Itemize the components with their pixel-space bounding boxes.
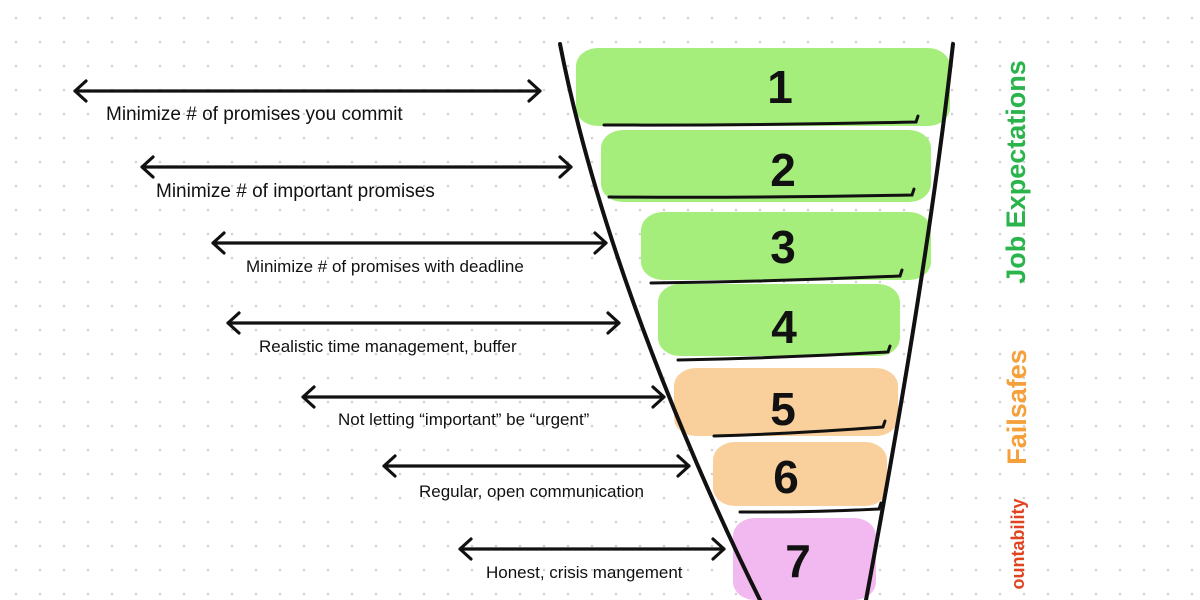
funnel-color-bands bbox=[576, 48, 950, 600]
divider-line-1 bbox=[602, 114, 920, 127]
level-7-band bbox=[733, 518, 876, 600]
divider-line-5 bbox=[712, 419, 887, 438]
double-arrow-group bbox=[73, 79, 726, 561]
level-4-number: 4 bbox=[771, 301, 797, 353]
level-2-label: Minimize # of important promises bbox=[156, 181, 435, 202]
level-1-band bbox=[576, 48, 950, 126]
level-2-number: 2 bbox=[770, 144, 796, 196]
level-3-number: 3 bbox=[770, 221, 796, 273]
level-6-number: 6 bbox=[773, 451, 799, 503]
level-7-number: 7 bbox=[785, 535, 811, 587]
category-accountability: ountability bbox=[1008, 498, 1028, 590]
level-2-band bbox=[601, 130, 931, 202]
double-arrow-icon-7 bbox=[458, 537, 726, 561]
level-4-band bbox=[658, 284, 900, 356]
divider-line-6 bbox=[738, 501, 883, 514]
level-7-label: Honest, crisis mangement bbox=[486, 563, 683, 582]
level-5-label: Not letting “important” be “urgent” bbox=[338, 410, 590, 429]
level-1-label: Minimize # of promises you commit bbox=[106, 104, 403, 125]
double-arrow-icon-5 bbox=[301, 385, 666, 409]
double-arrow-icon-6 bbox=[382, 454, 691, 478]
funnel-divider-lines bbox=[602, 114, 920, 514]
divider-line-3 bbox=[649, 268, 904, 285]
divider-line-4 bbox=[676, 344, 892, 362]
level-4-label: Realistic time management, buffer bbox=[259, 337, 517, 356]
level-6-label: Regular, open communication bbox=[419, 482, 644, 501]
level-3-label: Minimize # of promises with deadline bbox=[246, 257, 524, 276]
level-3-band bbox=[641, 212, 931, 280]
level-1-number: 1 bbox=[767, 61, 793, 113]
level-5-number: 5 bbox=[770, 383, 796, 435]
funnel-right-edge bbox=[864, 42, 955, 600]
category-failsafes: Failsafes bbox=[1002, 349, 1032, 465]
double-arrow-icon-1 bbox=[73, 79, 542, 103]
double-arrow-icon-2 bbox=[140, 155, 573, 179]
level-5-band bbox=[674, 368, 898, 436]
double-arrow-icon-3 bbox=[211, 231, 608, 255]
funnel-left-edge bbox=[558, 42, 762, 600]
double-arrow-icon-4 bbox=[226, 311, 621, 335]
category-job-expectations: Job Expectations bbox=[1001, 60, 1031, 284]
divider-line-2 bbox=[607, 187, 916, 199]
level-6-band bbox=[713, 442, 887, 506]
